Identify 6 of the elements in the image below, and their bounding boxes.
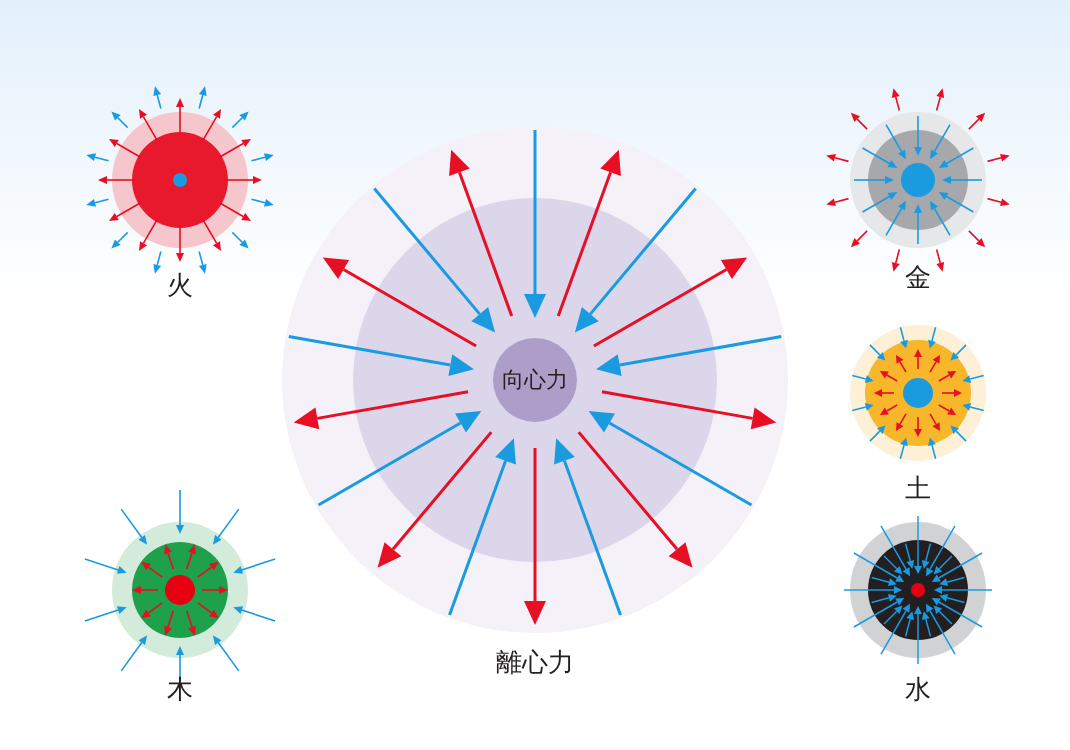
element-label: 水 xyxy=(905,674,931,704)
element-label: 木 xyxy=(167,674,193,704)
element-label: 金 xyxy=(905,262,931,292)
element-label: 土 xyxy=(905,473,931,503)
element-label: 火 xyxy=(167,270,193,300)
element-label: 離心力 xyxy=(496,647,574,677)
